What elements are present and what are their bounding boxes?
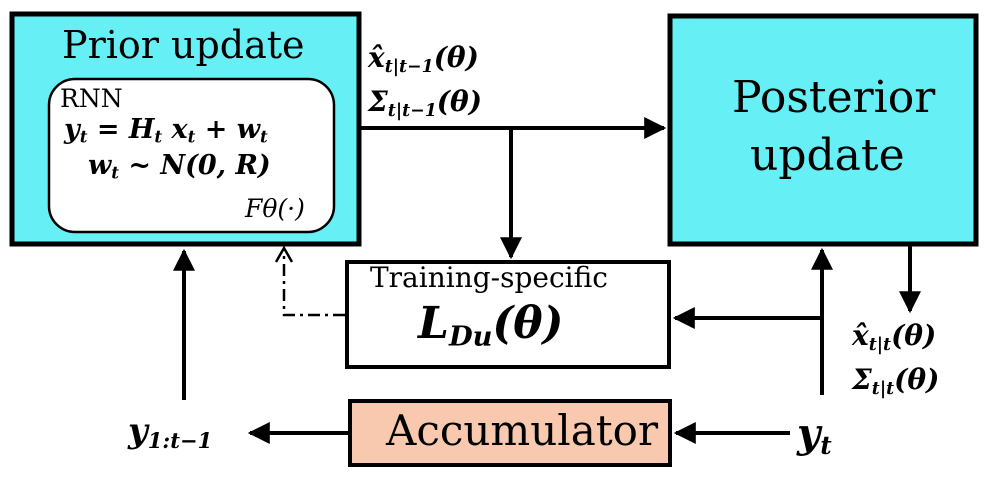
posterior-x-label: x̂t|t(θ)	[852, 319, 937, 355]
rnn-label: RNN	[60, 84, 123, 113]
accumulator-label: Accumulator	[386, 406, 659, 455]
yt-label: yt	[797, 410, 832, 460]
prior-x-label: x̂t|t−1(θ)	[368, 41, 479, 77]
posterior-sigma-label: Σt|t(θ)	[852, 363, 940, 399]
feedback-dashdot	[282, 252, 345, 317]
rnn-eq-noise: wt ~ N(0, R)	[88, 150, 271, 183]
posterior-update-box	[667, 13, 979, 247]
posterior-title-line2: update	[750, 130, 905, 181]
rnn-box	[47, 77, 336, 234]
accumulator-box	[348, 399, 672, 467]
training-box	[345, 260, 671, 369]
prior-update-title: Prior update	[62, 23, 305, 67]
rnn-eq-observation: yt = Ht xt + wt	[64, 114, 268, 147]
y-history-label: y1:t−1	[128, 411, 213, 453]
posterior-title-line1: Posterior	[732, 72, 936, 123]
training-loss: LDu(θ)	[418, 298, 564, 353]
training-label: Training-specific	[370, 261, 608, 294]
prior-sigma-label: Σt|t−1(θ)	[368, 85, 482, 121]
rnn-eq-function: Fθ(·)	[245, 194, 305, 223]
